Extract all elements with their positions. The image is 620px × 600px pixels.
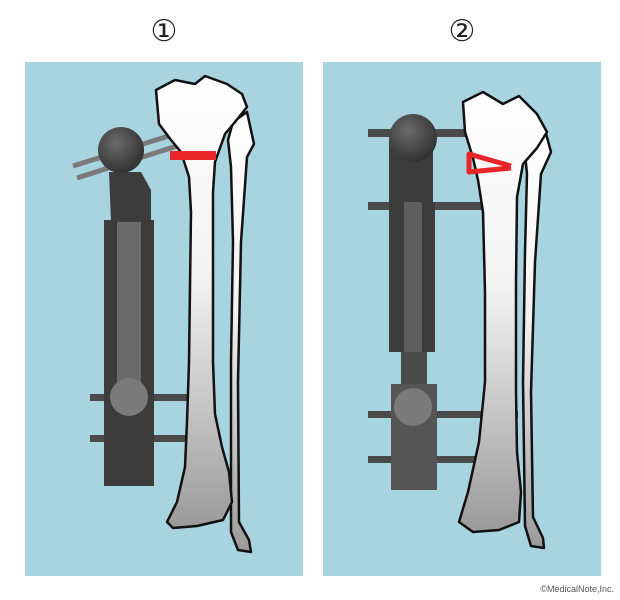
fixator-upper-joint: [98, 127, 144, 173]
fixator-rod: [117, 220, 141, 395]
step-1-panel: [25, 62, 303, 576]
step-1-illustration: [25, 62, 303, 576]
fixator-upper-arm: [109, 172, 151, 222]
fixator-upper-joint: [389, 114, 437, 162]
fixator-lower-joint: [110, 378, 148, 416]
panel-background: [323, 62, 601, 576]
step-2-illustration: [323, 62, 601, 576]
step-1-label: ①: [150, 14, 178, 49]
fixator-pin: [368, 411, 518, 418]
fixator-pin: [368, 456, 518, 463]
tibia: [457, 90, 549, 534]
tibia: [154, 74, 249, 530]
step-2-panel: [323, 62, 601, 576]
fibula: [521, 128, 553, 550]
fixator-rod: [404, 202, 422, 352]
osteotomy-line: [170, 151, 216, 160]
fixator-lower-joint: [394, 388, 432, 426]
copyright-notice: ©MedicalNote,Inc.: [540, 584, 614, 594]
step-2-label: ②: [448, 14, 476, 49]
osteotomy-wedge: [466, 151, 512, 175]
fixator-connector: [401, 352, 427, 384]
fibula: [226, 110, 256, 554]
